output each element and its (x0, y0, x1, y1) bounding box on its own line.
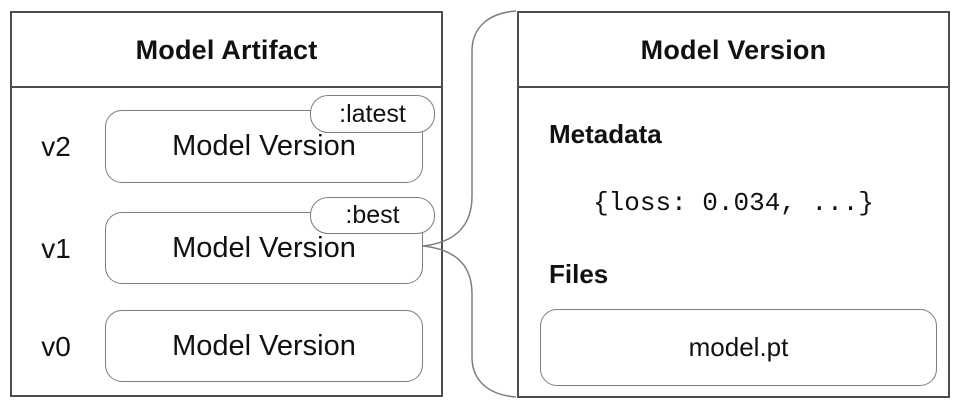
alias-badge-best: :best (310, 197, 435, 234)
model-artifact-panel: Model Artifact v2 Model Version :latest … (10, 11, 443, 397)
version-node-v0: Model Version (105, 310, 423, 382)
metadata-heading: Metadata (549, 119, 662, 149)
version-index-label-v1: v1 (41, 233, 71, 264)
model-version-title: Model Version (519, 13, 948, 88)
version-node-label: Model Version (172, 130, 356, 162)
model-version-panel: Model Version Metadata {loss: 0.034, ...… (517, 11, 950, 398)
version-node-label: Model Version (172, 231, 356, 264)
model-artifact-body: v2 Model Version :latest v1 Model Versio… (12, 88, 441, 394)
version-node-label: Model Version (172, 329, 356, 362)
alias-badge-latest: :latest (310, 95, 435, 133)
alias-badge-label: :latest (339, 99, 406, 128)
file-name-label: model.pt (688, 332, 789, 362)
version-index-label-v2: v2 (41, 131, 71, 162)
model-version-body: Metadata {loss: 0.034, ...} Files model.… (519, 88, 948, 394)
model-artifact-title: Model Artifact (12, 13, 441, 88)
metadata-value: {loss: 0.034, ...} (593, 188, 874, 218)
version-index-label-v0: v0 (41, 331, 71, 362)
alias-badge-label: :best (345, 201, 400, 229)
version-node-v1: Model Version (105, 212, 423, 284)
files-heading: Files (549, 259, 609, 289)
file-node-model-pt: model.pt (540, 309, 937, 386)
